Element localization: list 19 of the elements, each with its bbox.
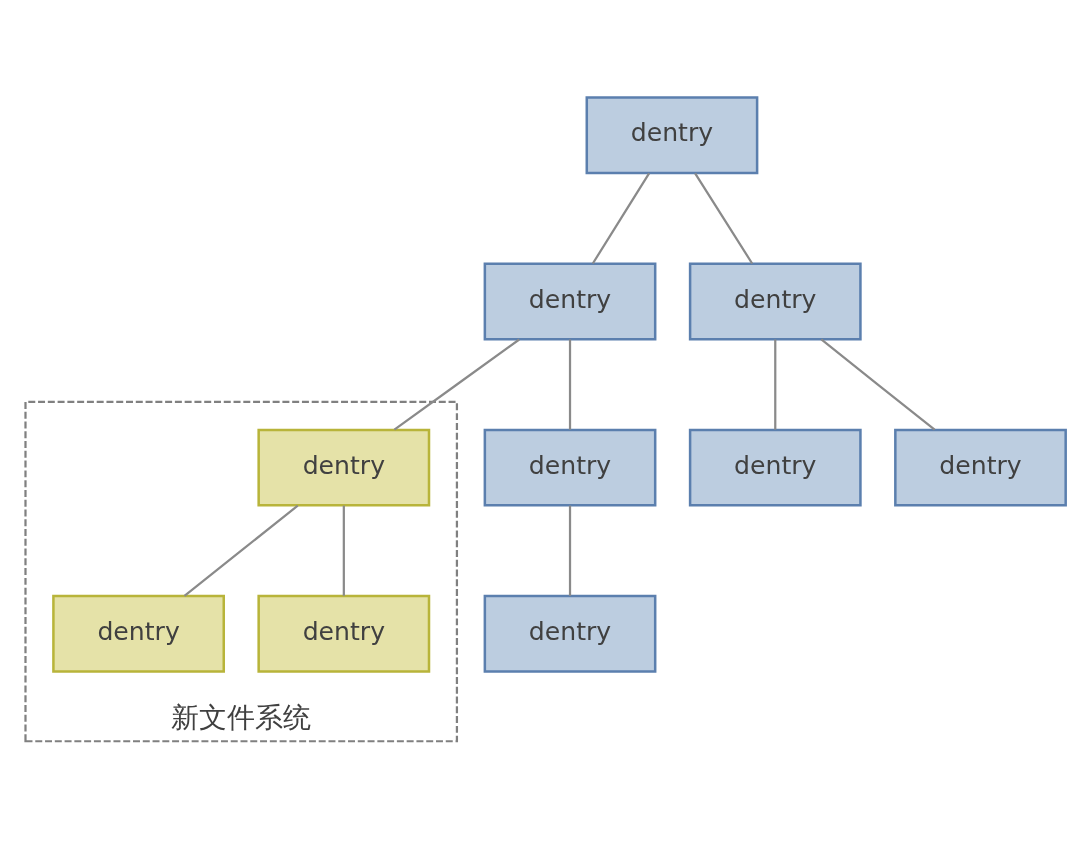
connector	[183, 504, 299, 597]
node-box: dentry	[688, 262, 862, 340]
connector	[591, 172, 650, 264]
connector	[568, 505, 572, 596]
connector	[342, 505, 345, 596]
node-box: dentry	[585, 95, 759, 174]
connector	[774, 339, 777, 430]
connector	[393, 338, 520, 431]
connector	[694, 172, 754, 264]
node-box: dentry	[483, 262, 657, 340]
node-box: dentry	[894, 428, 1067, 507]
node-box: dentry	[257, 594, 431, 673]
node-box: dentry	[257, 428, 431, 507]
node-box: dentry	[483, 428, 657, 507]
node-box: dentry	[52, 594, 225, 673]
node-box: dentry	[688, 428, 862, 507]
connector	[568, 339, 572, 430]
node-box: dentry	[483, 594, 657, 673]
connector	[820, 338, 936, 431]
